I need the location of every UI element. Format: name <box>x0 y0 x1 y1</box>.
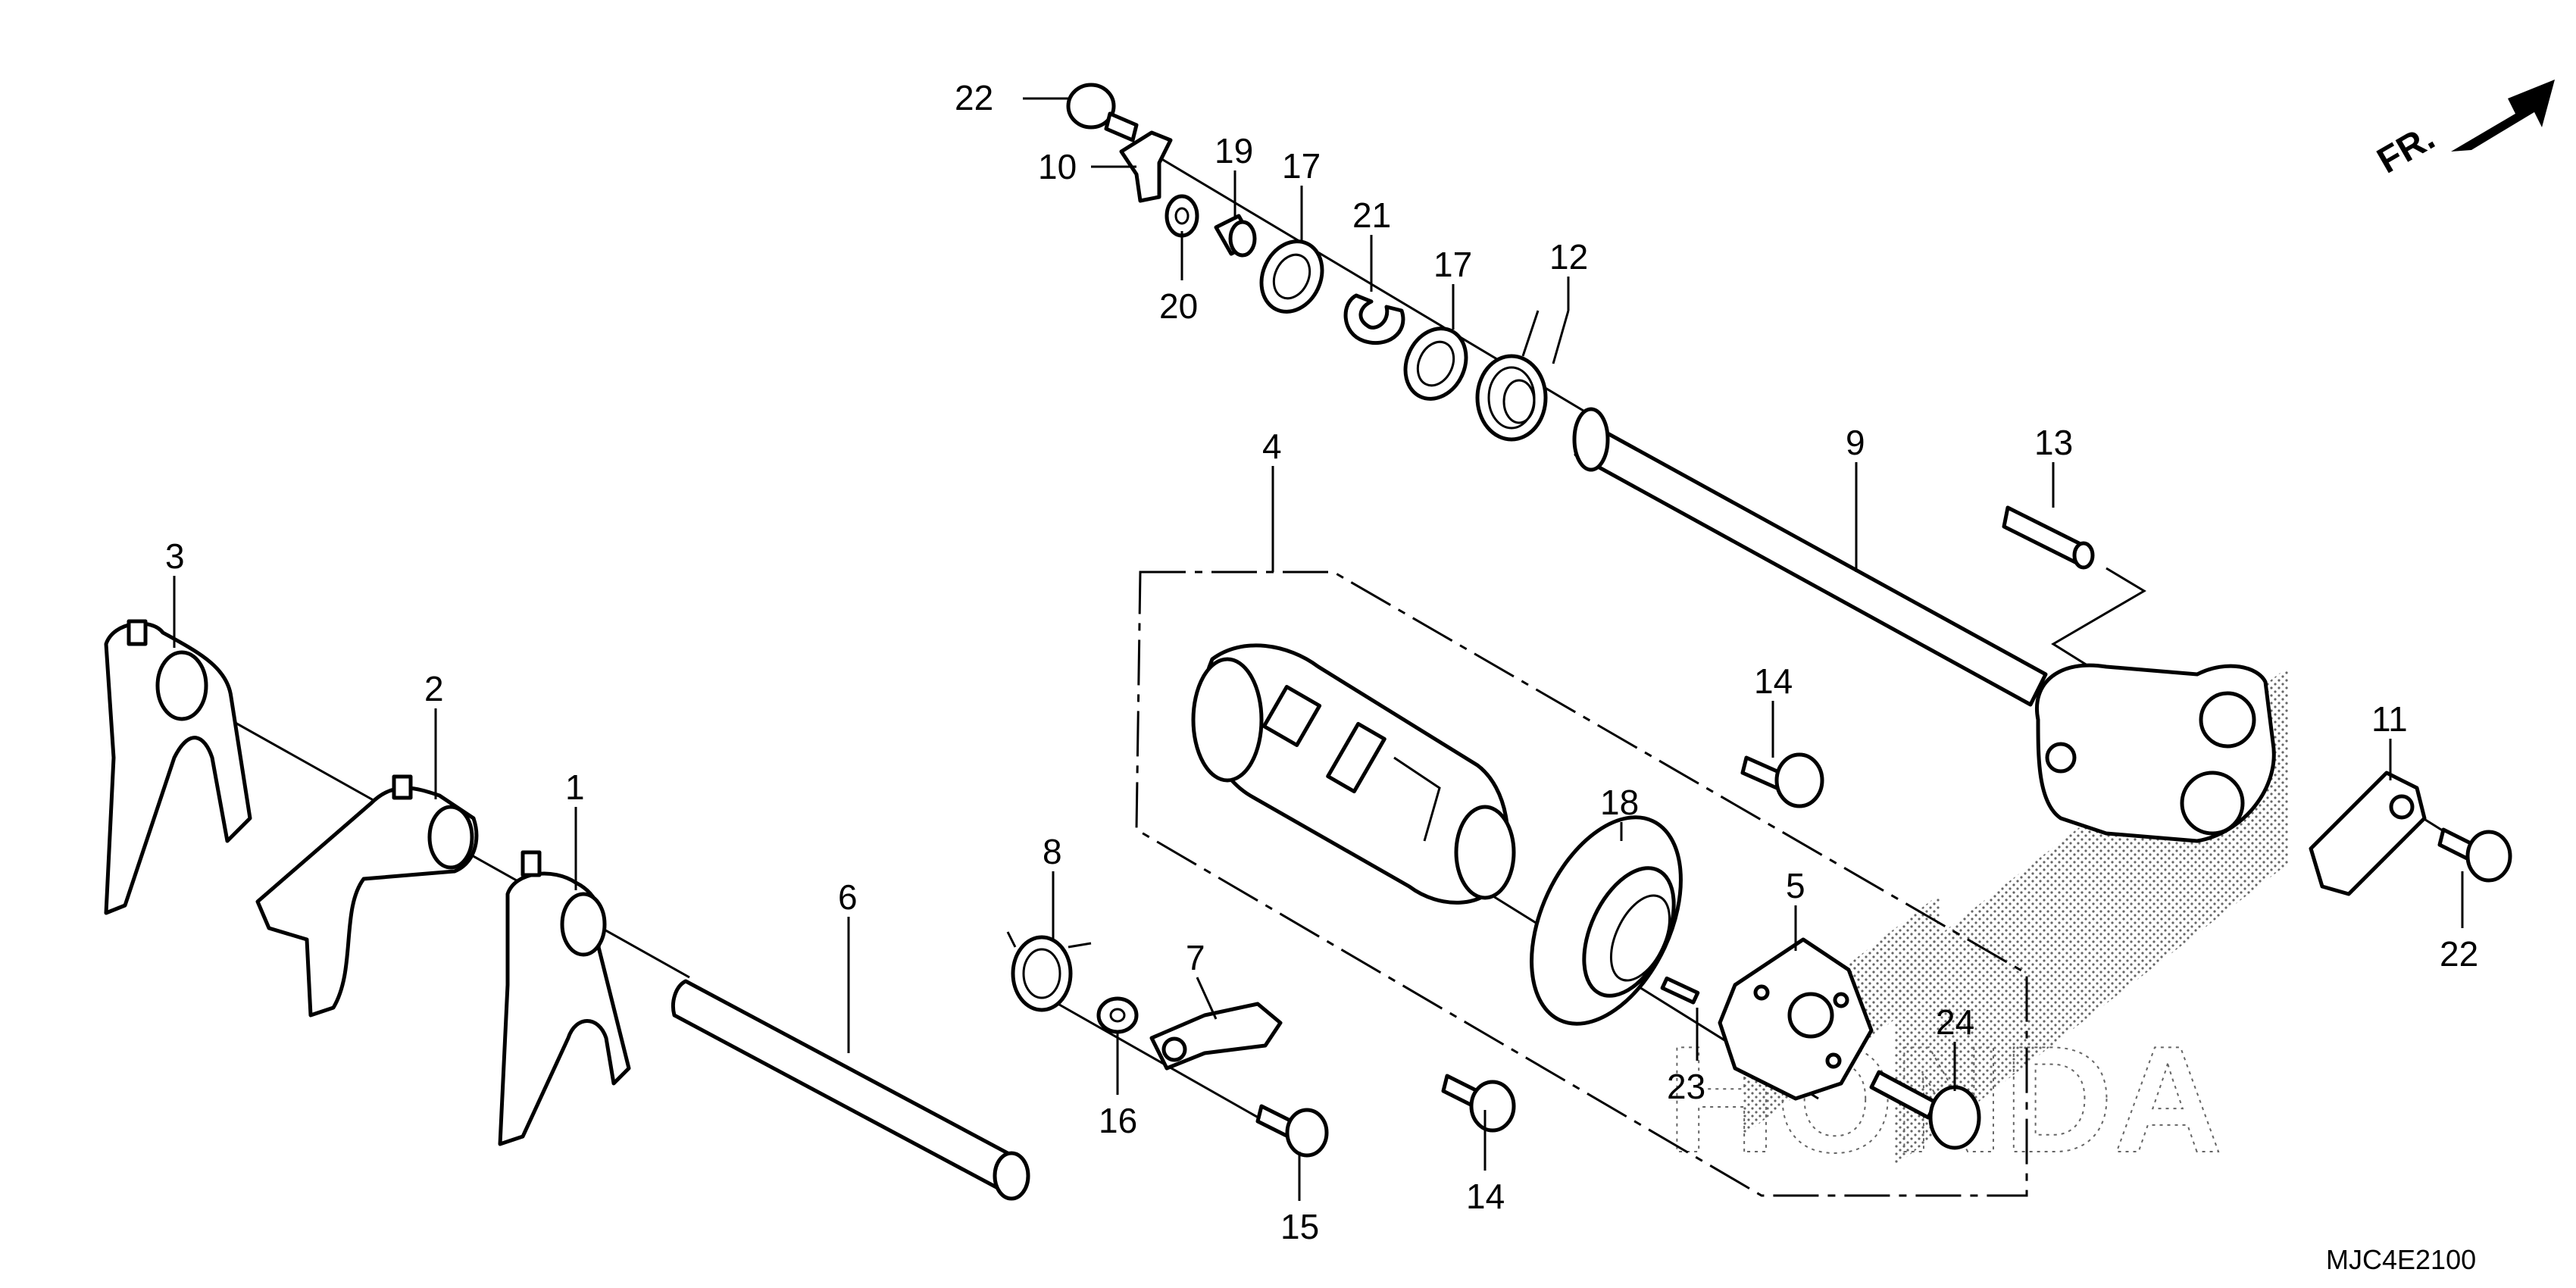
collar-20 <box>1165 194 1199 238</box>
callout-1: 1 <box>565 767 585 807</box>
callout-15: 15 <box>1280 1207 1319 1246</box>
diagram-code: MJC4E2100 <box>2326 1244 2476 1275</box>
pin-bolt-13 <box>2002 505 2095 570</box>
callout-22-upper: 22 <box>955 78 993 117</box>
gearshift-spindle-9 <box>1572 407 2276 843</box>
callout-18: 18 <box>1600 783 1639 822</box>
callout-22-right: 22 <box>2440 934 2478 974</box>
callout-17-upper: 17 <box>1282 146 1321 186</box>
stopper-arm-7 <box>1149 1002 1283 1071</box>
callout-16: 16 <box>1099 1101 1137 1140</box>
callout-12: 12 <box>1549 237 1588 277</box>
callout-17-lower: 17 <box>1433 245 1472 284</box>
bolt-22-upper <box>1066 83 1139 142</box>
collar-19 <box>1214 214 1257 258</box>
plate-11 <box>2309 771 2427 896</box>
shift-fork-1 <box>498 850 631 1146</box>
callouts: 3 2 1 6 4 5 7 8 9 10 11 12 13 14 14 15 1… <box>165 78 2478 1246</box>
callout-3: 3 <box>165 536 185 576</box>
bolt-22-right <box>2437 827 2512 883</box>
callout-7: 7 <box>1186 938 1205 977</box>
dowel-pin-23 <box>1660 976 1700 1005</box>
callout-24: 24 <box>1936 1002 1974 1042</box>
bolt-14-lower <box>1441 1074 1516 1133</box>
callout-23: 23 <box>1667 1067 1705 1106</box>
bearing-18 <box>1530 815 1683 1026</box>
washer-16 <box>1096 996 1139 1034</box>
callout-5: 5 <box>1786 866 1805 905</box>
shift-fork-2 <box>255 774 479 1018</box>
callout-10: 10 <box>1038 147 1077 186</box>
bolt-14-upper <box>1740 752 1824 808</box>
callout-11: 11 <box>2371 699 2408 739</box>
callout-21: 21 <box>1352 195 1391 235</box>
shift-fork-3 <box>104 619 252 915</box>
callout-9: 9 <box>1846 423 1865 462</box>
return-spring-8 <box>1006 931 1092 1012</box>
callout-2: 2 <box>424 669 444 708</box>
direction-label: FR. <box>2371 117 2441 182</box>
assembly-outline-4 <box>1135 571 2028 1197</box>
callout-14-upper: 14 <box>1754 661 1793 701</box>
shift-drum-4 <box>1191 643 1516 905</box>
leader-lines <box>173 97 2464 1201</box>
callout-8: 8 <box>1043 832 1062 871</box>
washer-17-upper <box>1259 239 1324 314</box>
snap-ring-21 <box>1343 293 1405 345</box>
callout-20: 20 <box>1159 286 1198 326</box>
front-direction-arrow-icon: FR. <box>2371 80 2555 182</box>
callout-6: 6 <box>838 877 858 917</box>
washer-17-lower <box>1403 327 1468 401</box>
bolt-15 <box>1255 1104 1329 1158</box>
fork-shaft-6 <box>671 979 1030 1201</box>
callout-19: 19 <box>1215 131 1253 170</box>
shift-drum-center-5 <box>1718 937 1874 1101</box>
callout-13: 13 <box>2034 423 2073 462</box>
callout-14-lower: 14 <box>1466 1177 1505 1216</box>
plate-10 <box>1119 130 1173 203</box>
return-spring-12 <box>1475 310 1570 442</box>
callout-4: 4 <box>1262 427 1282 466</box>
bolt-24 <box>1869 1070 1981 1150</box>
